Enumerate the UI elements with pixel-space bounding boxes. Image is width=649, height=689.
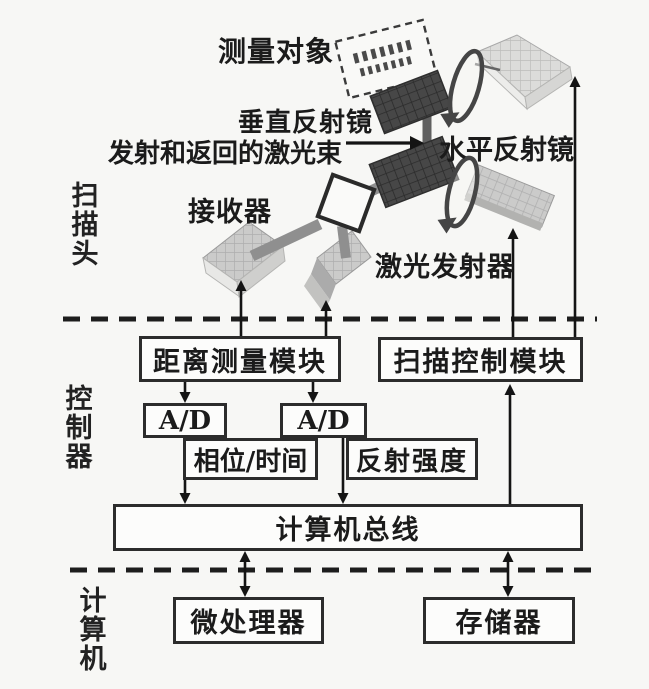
horizontal-mirror-label: 水平反射镜 <box>439 135 574 166</box>
distance-measure-module-box: 距离测量模块 <box>139 336 341 382</box>
reflection-intensity-box: 反射强度 <box>346 438 478 480</box>
section-label-scan-head: 扫描头 <box>71 181 99 270</box>
connector-arrows <box>179 76 581 597</box>
memory-box: 存储器 <box>423 597 575 644</box>
scan-control-module-box: 扫描控制模块 <box>378 337 583 382</box>
rotation-arrow-icon <box>437 155 480 234</box>
microprocessor-box: 微处理器 <box>173 597 324 644</box>
mirror-axis-bar <box>422 96 432 176</box>
measured-object-label: 测量对象 <box>218 35 335 68</box>
indicator-link-line <box>474 62 501 72</box>
section-divider-lines <box>63 316 597 573</box>
vertical-mirror-shape <box>369 69 453 135</box>
computer-bus-box: 计算机总线 <box>113 504 583 551</box>
laser-emitter-label: 激光发射器 <box>375 252 515 283</box>
beam-splitter-shape <box>315 172 377 234</box>
ad-converter-left-box: A/D <box>143 403 227 438</box>
vertical-mirror-label: 垂直反射镜 <box>238 108 374 138</box>
phase-time-box: 相位/时间 <box>183 438 318 480</box>
receiver-label: 接收器 <box>188 197 272 228</box>
receiver-block-shape <box>202 221 286 299</box>
horizontal-mirror-shape <box>368 135 460 209</box>
section-label-computer: 计算机 <box>79 586 107 675</box>
laser-beam-label: 发射和返回的激光束 <box>108 139 343 169</box>
top-right-block-shape <box>476 34 573 111</box>
rotation-arrow-icon <box>440 48 485 128</box>
laser-emitter-shape <box>304 230 372 312</box>
ad-converter-right-box: A/D <box>280 403 367 438</box>
side-mirror-piece-shape <box>464 164 556 231</box>
measured-object-shape <box>333 18 439 100</box>
section-label-controller: 控制器 <box>65 384 93 473</box>
